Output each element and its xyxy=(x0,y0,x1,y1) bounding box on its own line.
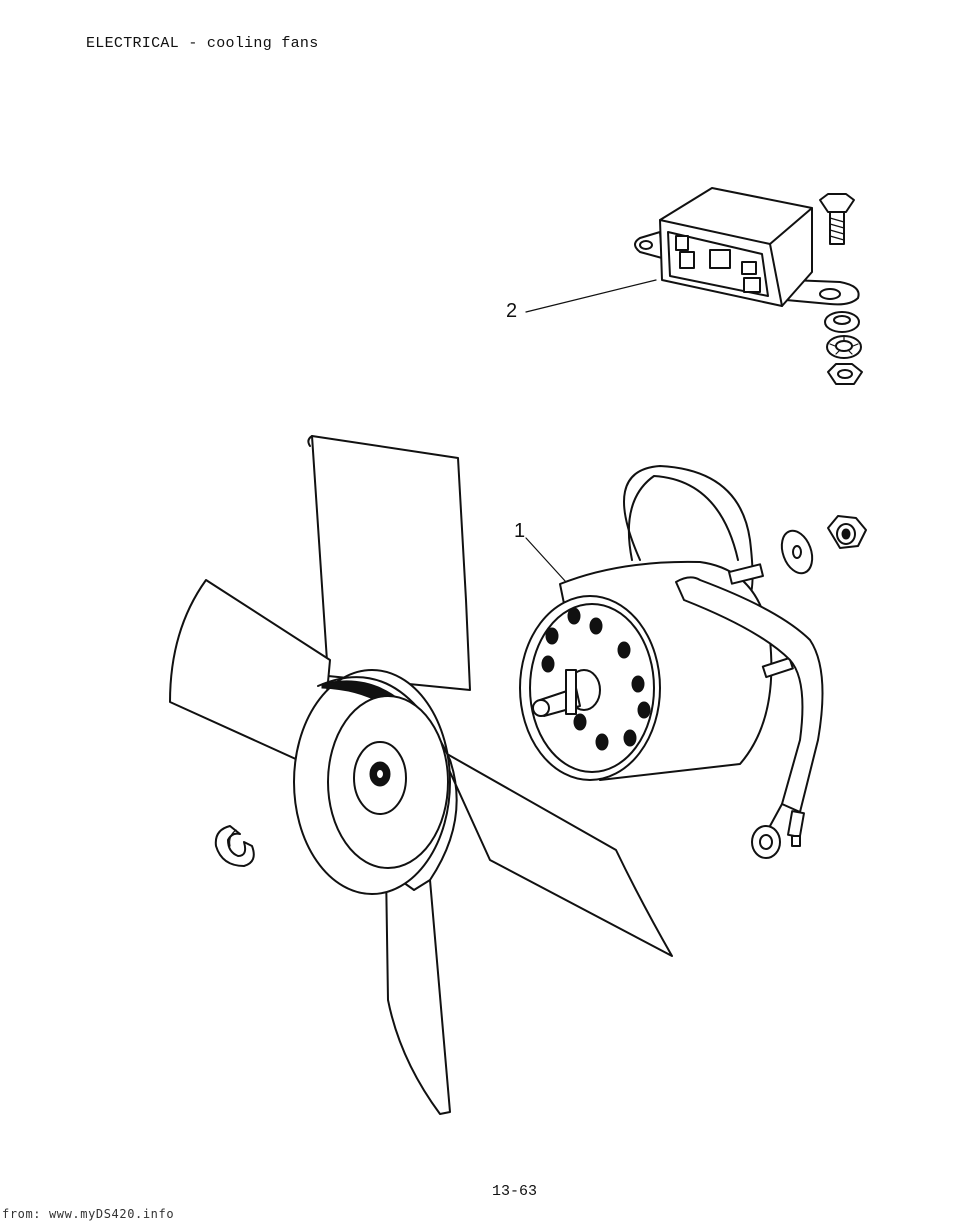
relay-assembly xyxy=(634,187,863,385)
fan-blade xyxy=(169,435,673,1115)
page-header: ELECTRICAL - cooling fans xyxy=(86,35,319,52)
callout-1-leader xyxy=(525,537,567,583)
fan-motor xyxy=(519,465,867,859)
watermark-text: from: www.myDS420.info xyxy=(2,1207,175,1221)
callout-label-2: 2 xyxy=(506,300,518,322)
retaining-clip xyxy=(214,825,255,867)
callout-2-leader xyxy=(525,279,657,313)
page-number: 13-63 xyxy=(492,1183,538,1200)
callout-label-1: 1 xyxy=(514,520,526,542)
